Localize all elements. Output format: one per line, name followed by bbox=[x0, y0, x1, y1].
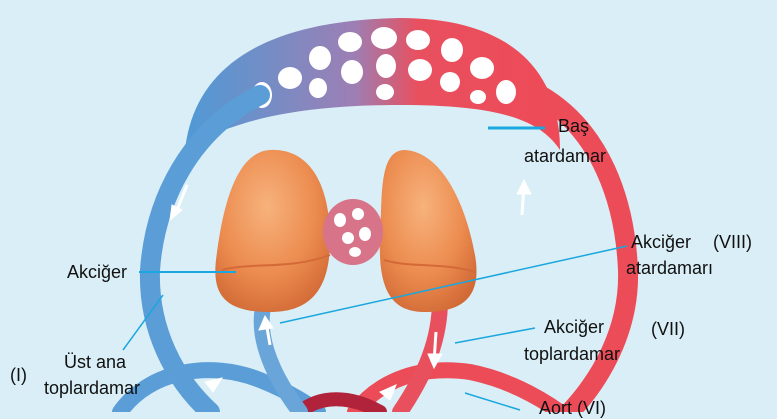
akciger-atardamar-line2: atardamarı bbox=[626, 258, 713, 278]
ust-ana-label: Üst ana bbox=[64, 352, 126, 373]
ust-ana-line2: toplardamar bbox=[44, 378, 140, 398]
bas-atardamar-label-2: atardamar bbox=[524, 146, 606, 167]
akciger-atardamar-label: Akciğer bbox=[631, 232, 691, 253]
ust-ana-label-2: toplardamar bbox=[44, 378, 140, 399]
akciger-toplardamar-line2: toplardamar bbox=[524, 344, 620, 364]
bas-atardamar-label: Baş bbox=[558, 116, 589, 137]
aort-label: Aort (VI) bbox=[539, 398, 606, 419]
bas-atardamar-line2: atardamar bbox=[524, 146, 606, 166]
right-lung bbox=[380, 150, 477, 312]
bas-atardamar-line1: Baş bbox=[558, 116, 589, 136]
head-capillary-network bbox=[185, 18, 560, 150]
akciger-atardamar-roman: (VIII) bbox=[713, 232, 752, 252]
aort-text: Aort (VI) bbox=[539, 398, 606, 418]
akciger-atardamar-num: (VIII) bbox=[713, 232, 752, 253]
akciger-left-text: Akciğer bbox=[67, 262, 127, 282]
ust-ana-line1: Üst ana bbox=[64, 352, 126, 372]
akciger-toplardamar-line1: Akciğer bbox=[544, 317, 604, 337]
left-lung bbox=[215, 150, 330, 312]
akciger-left-label: Akciğer bbox=[67, 262, 127, 283]
akciger-atardamar-line1: Akciğer bbox=[631, 232, 691, 252]
ust-ana-num: (I) bbox=[10, 365, 27, 386]
lung-capillary bbox=[323, 199, 383, 265]
akciger-toplardamar-roman: (VII) bbox=[651, 319, 685, 339]
akciger-toplardamar-num: (VII) bbox=[651, 319, 685, 340]
akciger-toplardamar-label: Akciğer bbox=[544, 317, 604, 338]
akciger-toplardamar-label-2: toplardamar bbox=[524, 344, 620, 365]
ust-ana-roman: (I) bbox=[10, 365, 27, 385]
akciger-atardamar-label-2: atardamarı bbox=[626, 258, 713, 279]
